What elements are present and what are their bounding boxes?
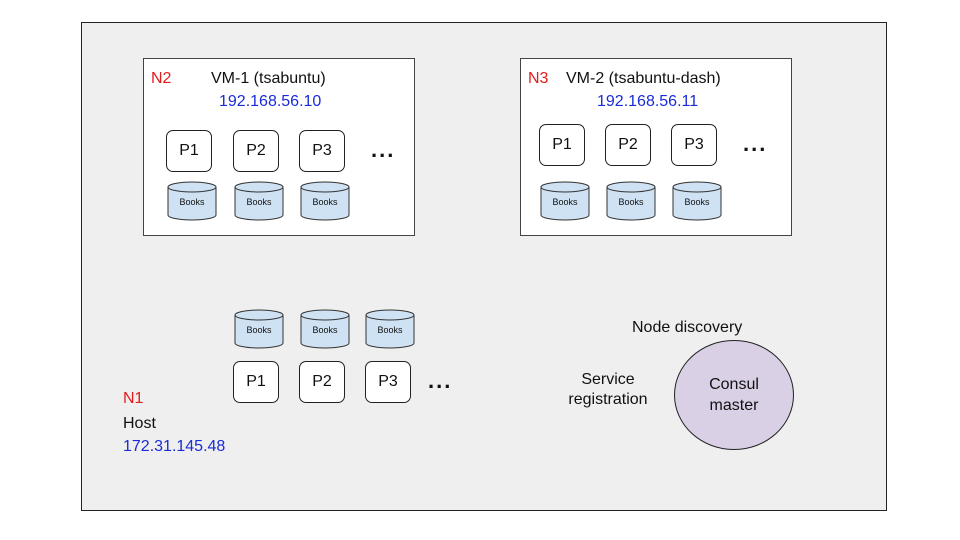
database-label: Books [377,325,403,335]
host-database-2: Books [300,309,350,349]
service-registration-line2: registration [568,391,648,408]
database-label: Books [312,197,338,207]
database-label: Books [179,197,205,207]
host-node-id: N1 [123,390,144,407]
database-label: Books [246,325,272,335]
database-label: Books [618,197,644,207]
vm1-process-p1: P1 [166,130,212,172]
database-label: Books [552,197,578,207]
vm2-database-1: Books [540,181,590,221]
host-ip: 172.31.145.48 [123,438,226,455]
host-process-p2: P2 [299,361,345,403]
vm2-ip: 192.168.56.11 [597,93,699,110]
host-process-p1: P1 [233,361,279,403]
vm1-title: VM-1 (tsabuntu) [211,70,326,87]
vm2-node-id: N3 [528,70,549,87]
vm1-process-p3: P3 [299,130,345,172]
service-registration-line1: Service [581,371,635,388]
consul-line2: master [709,397,759,414]
vm1-ellipsis: ... [371,137,396,162]
vm1-node-id: N2 [151,70,172,87]
vm1-ip: 192.168.56.10 [219,93,322,110]
vm2-process-p1: P1 [539,124,585,166]
vm1-database-2: Books [234,181,284,221]
host-database-3: Books [365,309,415,349]
consul-line1: Consul [709,376,759,393]
service-registration-label: Service registration [563,370,653,410]
node-discovery-label: Node discovery [632,319,743,336]
host-database-1: Books [234,309,284,349]
database-label: Books [312,325,338,335]
host-ellipsis: ... [428,368,453,393]
vm1-database-1: Books [167,181,217,221]
vm2-database-3: Books [672,181,722,221]
vm2-title: VM-2 (tsabuntu-dash) [566,70,721,87]
vm2-process-p3: P3 [671,124,717,166]
database-label: Books [246,197,272,207]
host-title: Host [123,415,156,432]
vm1-process-p2: P2 [233,130,279,172]
vm2-database-2: Books [606,181,656,221]
consul-master-node: Consul master [674,340,794,450]
vm1-database-3: Books [300,181,350,221]
vm2-ellipsis: ... [743,131,768,156]
host-process-p3: P3 [365,361,411,403]
vm2-process-p2: P2 [605,124,651,166]
database-label: Books [684,197,710,207]
